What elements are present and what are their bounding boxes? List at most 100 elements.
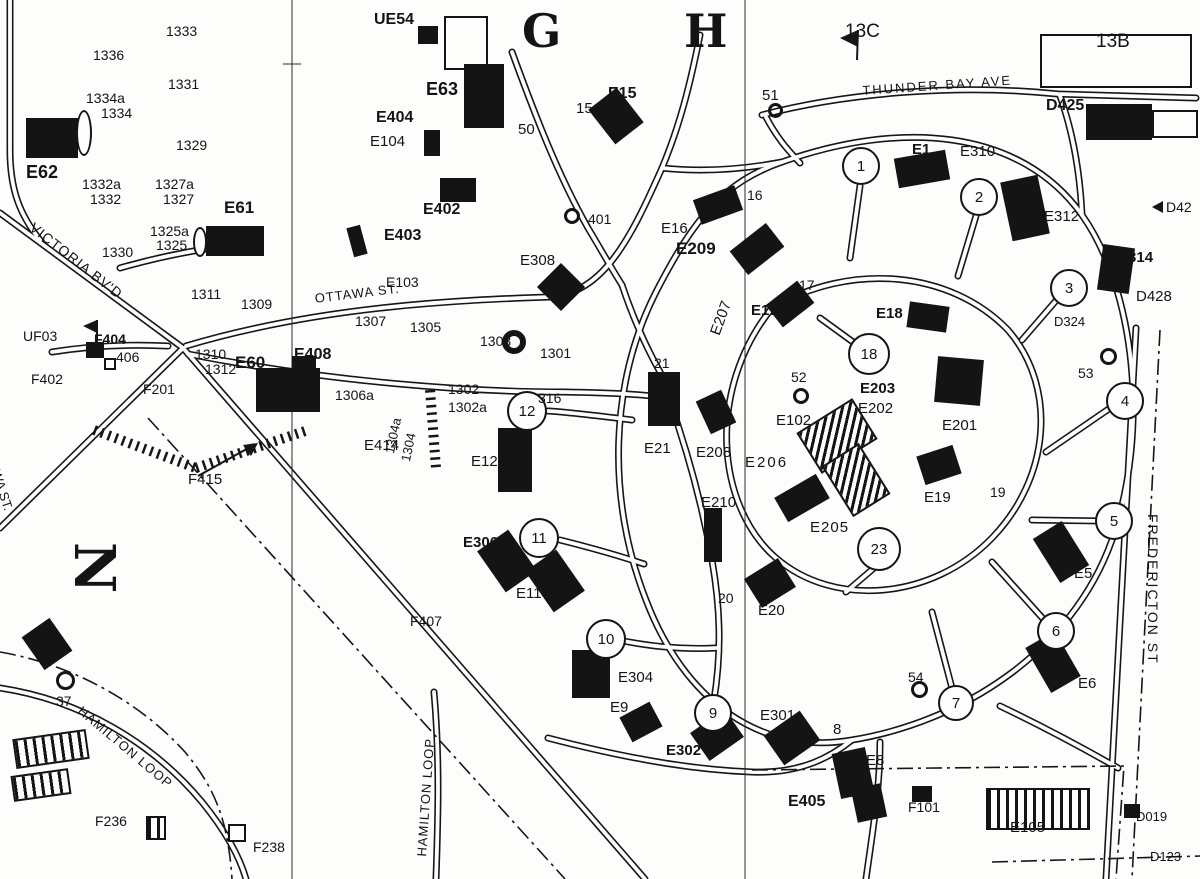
map-label-15: 15 xyxy=(576,100,593,117)
map-label-e203: E203 xyxy=(860,380,896,397)
building-13b xyxy=(1040,34,1192,88)
circle-marker-53 xyxy=(1099,347,1117,365)
map-label-f402: F402 xyxy=(31,371,63,387)
building-e201 xyxy=(934,356,984,406)
map-label-50: 50 xyxy=(518,121,535,138)
culdesac-11: 11 xyxy=(519,518,559,558)
map-label-e408: E408 xyxy=(294,346,332,363)
street-label-fredericton-st: FREDERICTON ST xyxy=(1145,514,1161,665)
map-label-e5: E5 xyxy=(1074,565,1093,582)
map-label-e206: E206 xyxy=(745,454,789,471)
circle-marker-52 xyxy=(793,388,809,404)
map-label-f101: F101 xyxy=(908,799,940,815)
map-label-e210: E210 xyxy=(701,494,737,511)
map-label-e314: E314 xyxy=(1118,249,1154,266)
map-label-e12: E12 xyxy=(471,453,498,470)
building-e61-disc xyxy=(193,227,207,257)
building-e62-disc xyxy=(76,110,92,156)
map-label-d019: D019 xyxy=(1136,809,1168,824)
culdesac-9: 9 xyxy=(694,694,732,732)
map-label-1327a: 1327a xyxy=(155,176,194,192)
map-label-1303: 1303 xyxy=(480,333,512,349)
map-label-e308: E308 xyxy=(520,252,556,269)
map-label-e201: E201 xyxy=(942,417,978,434)
map-label-ue54: UE54 xyxy=(374,11,415,28)
map-label-53: 53 xyxy=(1078,365,1094,381)
building-e62 xyxy=(26,118,78,158)
map-label-e208: E208 xyxy=(696,444,732,461)
flag-marker-13c xyxy=(840,29,859,61)
map-label-316: 316 xyxy=(538,390,562,406)
edge-triangle-marker xyxy=(1152,201,1163,213)
map-label-e16: E16 xyxy=(661,220,688,237)
building-e402 xyxy=(440,178,476,202)
map-label-d425: D425 xyxy=(1046,97,1085,114)
map-label-d42: D42 xyxy=(1166,199,1192,215)
map-label-e9: E9 xyxy=(610,699,629,716)
f415-arrow xyxy=(197,443,258,477)
map-label-1330: 1330 xyxy=(102,244,134,260)
culdesac-12: 12 xyxy=(507,391,547,431)
map-label-1334: 1334 xyxy=(101,105,133,121)
flag-marker-f404 xyxy=(83,320,98,342)
map-label-f236: F236 xyxy=(95,813,127,829)
map-label-13c: 13C xyxy=(845,21,880,42)
map-label-1333: 1333 xyxy=(166,23,198,39)
map-label-54: 54 xyxy=(908,669,924,685)
map-label-e405: E405 xyxy=(788,793,826,810)
map-label-1311: 1311 xyxy=(191,286,222,302)
culdesac-18: 18 xyxy=(848,333,890,375)
map-label-406: 406 xyxy=(116,349,140,365)
map-label-e306: E306 xyxy=(463,534,499,551)
map-label-1302: 1302 xyxy=(448,381,480,397)
map-label-e62: E62 xyxy=(26,162,59,182)
circle-marker-37 xyxy=(55,670,75,690)
railway-tick-bands xyxy=(92,389,441,473)
culdesac-4: 4 xyxy=(1106,382,1144,420)
map-label-e209: E209 xyxy=(676,239,716,258)
map-label-1336: 1336 xyxy=(93,47,125,63)
map-label-e21: E21 xyxy=(644,440,671,457)
map-label-e104: E104 xyxy=(370,133,406,150)
map-label-19: 19 xyxy=(990,484,1006,500)
boundary-lines xyxy=(0,329,1200,879)
building-f101 xyxy=(912,786,932,802)
map-label-f201: F201 xyxy=(143,381,175,397)
map-label-8: 8 xyxy=(833,721,842,738)
map-label-13b: 13B xyxy=(1096,31,1130,52)
building-e210 xyxy=(704,508,722,562)
building-d425-annex xyxy=(1152,110,1198,138)
map-label-uf03: UF03 xyxy=(23,328,58,344)
map-label-1331: 1331 xyxy=(168,76,200,92)
map-label-e105: E105 xyxy=(1010,819,1046,836)
map-label-e402: E402 xyxy=(423,201,461,218)
map-label-1310: 1310 xyxy=(195,346,227,362)
map-label-1305: 1305 xyxy=(410,319,442,335)
building-e408 xyxy=(292,356,316,372)
culdesac-6: 6 xyxy=(1037,612,1075,650)
building-e60 xyxy=(256,368,320,412)
map-label-1332a: 1332a xyxy=(82,176,121,192)
building-e12 xyxy=(498,428,532,492)
building-e21 xyxy=(648,372,680,426)
map-label-d428: D428 xyxy=(1136,288,1172,305)
map-label-1312: 1312 xyxy=(205,361,237,377)
building-ue54-annex xyxy=(444,16,488,70)
map-label-e63: E63 xyxy=(426,79,459,99)
map-label-n: N xyxy=(61,542,127,594)
building-ue54 xyxy=(418,26,438,44)
map-label-1309: 1309 xyxy=(241,296,273,312)
map-label-1329: 1329 xyxy=(176,137,208,153)
building-e61 xyxy=(206,226,264,256)
culdesac-3: 3 xyxy=(1050,269,1088,307)
map-label-f407: F407 xyxy=(410,613,442,629)
map-label-401: 401 xyxy=(588,211,612,227)
map-label-e17: E17 xyxy=(751,302,778,319)
culdesac-23: 23 xyxy=(857,527,901,571)
building-f236 xyxy=(146,816,166,840)
map-label-e205: E205 xyxy=(810,519,850,536)
map-label-f238: F238 xyxy=(253,839,285,855)
map-label-f415: F415 xyxy=(188,471,223,488)
